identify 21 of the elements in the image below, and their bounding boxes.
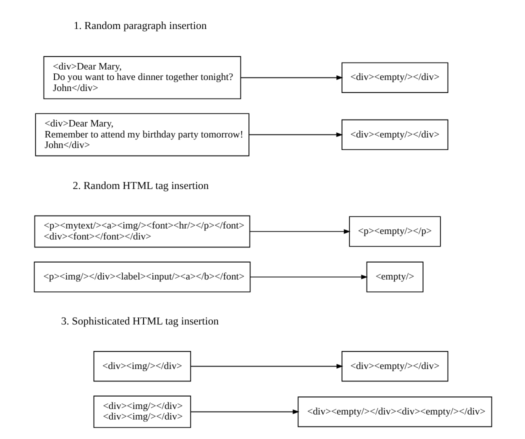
arrow — [248, 229, 350, 234]
node-box: <div><empty/></div> — [341, 119, 448, 150]
node-box: <p><mytext/><a><img/><font><hr/></p></font> <div><font></font></div> — [34, 215, 250, 248]
node-box: <div>Dear Mary, Do you want to have dinner together tonight? John</div> — [42, 56, 241, 100]
arrow — [190, 364, 343, 369]
arrow — [190, 409, 299, 414]
node-box: <p><empty/></p> — [348, 216, 440, 247]
node-box: <div><img/></div> <div><img/></div> — [92, 396, 191, 428]
label: 3. Sophisticated HTML tag insertion — [60, 315, 218, 328]
node-box: <p><img/></div><label><input/><a></b></font> — [33, 262, 250, 292]
node-box: <div><empty/></div> — [341, 62, 448, 93]
arrow — [240, 75, 343, 80]
node-box: <div><img/></div> — [92, 351, 191, 382]
label: 1. Random paragraph insertion — [73, 20, 206, 32]
node-box: <div><empty/></div> — [341, 351, 448, 382]
node-box: <div><empty/></div><div><empty/></div> — [297, 396, 492, 428]
arrow — [249, 274, 368, 280]
node-box: <div>Dear Mary, Remember to attend my birthday party tomorrow! John</div> — [34, 113, 249, 156]
arrow — [248, 132, 342, 138]
node-box: <empty/> — [366, 262, 423, 292]
label: 2. Random HTML tag insertion — [72, 180, 208, 192]
